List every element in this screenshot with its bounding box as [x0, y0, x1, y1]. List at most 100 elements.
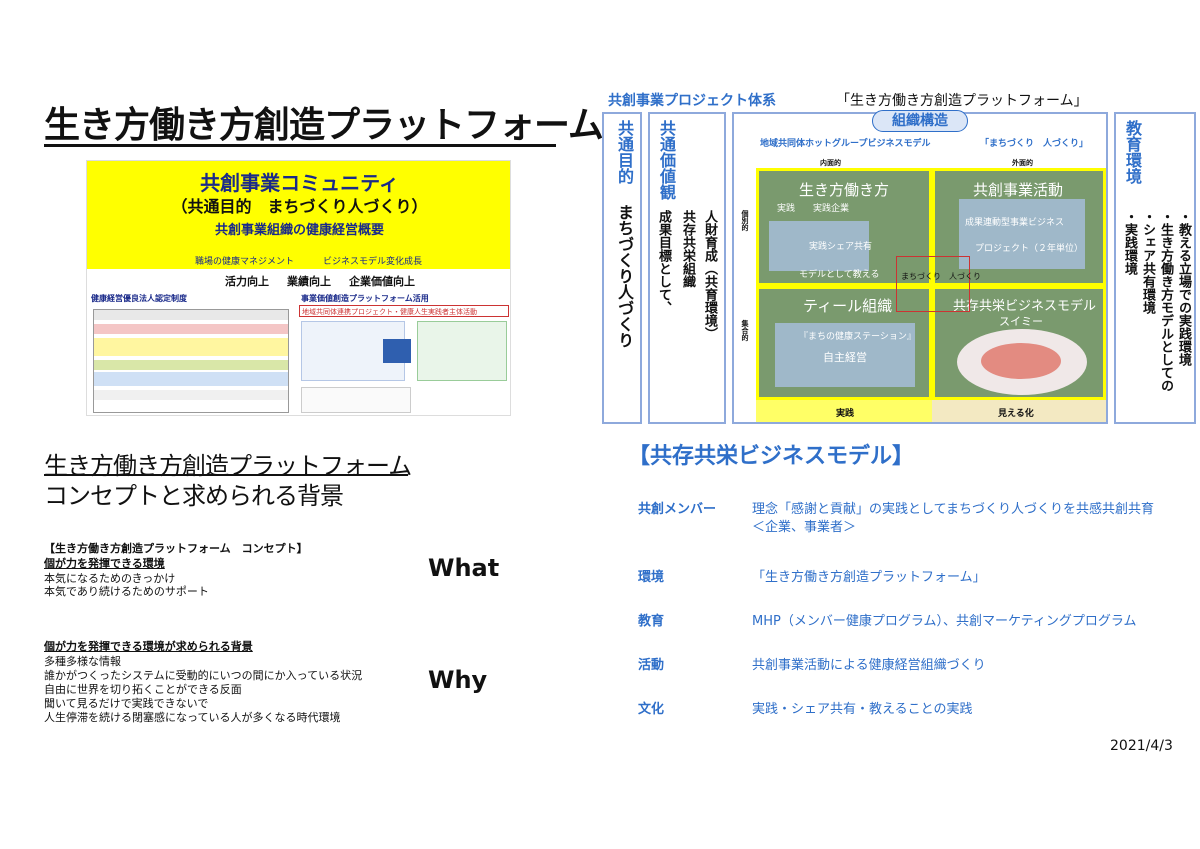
background-line: 自由に世界を切り拓くことができる反面	[44, 683, 242, 696]
title-underline	[44, 144, 556, 147]
quadrant-way-of-life-text2: 実践シェア共有	[809, 242, 873, 252]
background-line: 聞いて見るだけで実践できないで	[44, 697, 209, 710]
bm-value-members: 理念「感謝と貢献」の実践としてまちづくり人づくりを共感共創共育	[752, 502, 1154, 517]
thumbnail-row2b: 企業価値向上	[349, 275, 415, 288]
bm-value-activity: 共創事業活動による健康経営組織づくり	[752, 658, 986, 673]
column-common-values: 共通価値観 成果目標として、 共存共栄組織 人財育成（共育環境）	[648, 112, 726, 424]
center-box-text: まちづくり 人づくり	[901, 272, 981, 281]
quadrant-way-of-life: 生き方働き方 実践 実践企業 実践シェア共有 モデルとして教える	[756, 168, 932, 286]
bm-key-environment: 環境	[638, 570, 665, 585]
swimmy-fish-image	[957, 329, 1087, 395]
column-common-purpose-title: 共通目的	[615, 120, 634, 184]
business-model-title: 【共存共栄ビジネスモデル】	[628, 444, 915, 469]
column-common-values-b: 共存共栄組織	[680, 210, 695, 288]
background-line: 多種多様な情報	[44, 655, 121, 668]
thumbnail-sub-bar: 職場の健康マネジメント ビジネスモデル変化成長	[87, 251, 510, 269]
column-common-purpose: 共通目的 まちづくり人づくり	[602, 112, 642, 424]
thumbnail-table-row	[94, 372, 288, 386]
column-education-line: ・シェア共有環境	[1140, 210, 1155, 314]
quadrant-way-of-life-text3: モデルとして教える	[799, 270, 880, 280]
column-education-environment: 教育環境 ・実践環境 ・シェア共有環境 ・生き方働き方モデルとしての ・教える立…	[1114, 112, 1196, 424]
bm-value-environment: 「生き方働き方創造プラットフォーム」	[752, 570, 986, 585]
thumbnail-box-right-title: 事業価値創造プラットフォーム活用	[301, 294, 429, 303]
diagram-title: 共創事業プロジェクト体系	[608, 93, 776, 109]
thumbnail-heading1: 共創事業コミュニティ	[200, 171, 399, 195]
fish-icon	[981, 343, 1061, 379]
footer-practice-label: 実践	[836, 409, 855, 419]
thumbnail-sub-right: ビジネスモデル変化成長	[323, 257, 423, 267]
quadrant-teal-organization-title: ティール組織	[803, 297, 893, 315]
background-line: 人生停滞を続ける閉塞感になっている人が多くなる時代環境	[44, 711, 341, 724]
thumbnail-arrow-block	[383, 339, 411, 363]
what-label: What	[428, 554, 500, 582]
quadrant-coexistence-model-title: 共存共栄ビジネスモデル	[953, 299, 1097, 314]
column-education-line: ・生き方働き方モデルとしての	[1158, 210, 1173, 392]
thumbnail-diagram-2	[417, 321, 507, 381]
quadrant-cocreation-activity: 共創事業活動 成果連動型事業ビジネス プロジェクト（２年単位）	[932, 168, 1106, 286]
quadrant-cocreation-activity-title: 共創事業活動	[973, 181, 1064, 199]
center-subtitle2: 「まちづくり 人づくり」	[980, 139, 1089, 149]
quadrant-way-of-life-image	[769, 221, 869, 271]
document-date: 2021/4/3	[1110, 738, 1173, 754]
bm-key-culture: 文化	[638, 702, 665, 717]
quadrant-way-of-life-title: 生き方働き方	[799, 181, 890, 199]
center-subtitle: 地域共同体ホットグループビジネスモデル	[760, 139, 931, 149]
center-box: まちづくり 人づくり	[896, 256, 981, 312]
thumbnail-heading3: 共創事業組織の健康経営概要	[214, 223, 384, 238]
column-common-purpose-body: まちづくり人づくり	[615, 204, 634, 348]
quadrant-coexistence-model-text: スイミー	[999, 315, 1043, 328]
thumbnail-sub-left: 職場の健康マネジメント	[195, 257, 295, 267]
quadrant-way-of-life-text: 実践 実践企業	[777, 204, 850, 214]
thumbnail-table-row	[94, 338, 288, 356]
diagram-title-platform: 「生き方働き方創造プラットフォーム」	[836, 93, 1088, 109]
header-outer: 外面的	[1012, 159, 1033, 167]
bm-value-culture: 実践・シェア共有・教えることの実践	[752, 702, 973, 717]
thumbnail-note	[301, 387, 411, 413]
column-education-line: ・教える立場での実践環境	[1176, 210, 1191, 366]
quadrant-teal-organization-text2: 自主経営	[823, 351, 867, 364]
section-title-line2: コンセプトと求められる背景	[44, 482, 344, 510]
footer-visualization-label: 見える化	[998, 409, 1034, 419]
thumbnail-slide: 共創事業コミュニティ （共通目的 まちづくり人づくり） 共創事業組織の健康経営概…	[86, 160, 511, 416]
thumbnail-table-header	[94, 310, 288, 320]
quadrant-cocreation-activity-text2: プロジェクト（２年単位）	[975, 244, 1084, 254]
thumbnail-yellow-header: 共創事業コミュニティ （共通目的 まちづくり人づくり） 共創事業組織の健康経営概…	[87, 161, 510, 251]
column-education-title: 教育環境	[1123, 120, 1142, 184]
quadrant-cocreation-activity-text: 成果連動型事業ビジネス	[965, 218, 1065, 228]
page-title: 生き方働き方創造プラットフォーム	[44, 105, 604, 146]
concept-subheading: 個が力を発揮できる環境	[44, 557, 165, 570]
column-common-values-title: 共通価値観	[657, 120, 676, 200]
thumbnail-box-left-title: 健康経営優良法人認定制度	[91, 294, 187, 303]
row-individual: 個別的	[741, 210, 749, 231]
bm-value-members-2: ＜企業、事業者＞	[752, 520, 857, 535]
bm-key-education: 教育	[638, 614, 665, 629]
concept-heading: 【生き方働き方創造プラットフォーム コンセプト】	[44, 542, 308, 555]
bm-key-activity: 活動	[638, 658, 665, 673]
organization-structure-pill: 組織構造	[872, 110, 968, 132]
thumbnail-table-row	[94, 390, 288, 400]
bm-value-education: MHP（メンバー健康プログラム）、共創マーケティングプログラム	[752, 614, 1137, 629]
concept-line: 本気であり続けるためのサポート	[44, 585, 209, 598]
section-title-underline	[44, 474, 408, 476]
bm-key-members: 共創メンバー	[638, 502, 717, 517]
header-inner: 内面的	[820, 159, 841, 167]
background-subheading: 個が力を発揮できる環境が求められる背景	[44, 640, 253, 653]
why-label: Why	[428, 666, 488, 694]
thumbnail-table-row	[94, 360, 288, 370]
footer-practice: 実践	[756, 400, 932, 422]
thumbnail-box-right-sub: 地域共同体連携プロジェクト・健康人生実践者主体活動	[302, 308, 477, 316]
thumbnail-row1: 活力向上	[225, 275, 269, 288]
thumbnail-box-right-sub-frame: 地域共同体連携プロジェクト・健康人生実践者主体活動	[299, 305, 509, 317]
thumbnail-table	[93, 309, 289, 413]
column-common-values-c: 人財育成（共育環境）	[702, 210, 717, 340]
quadrant-teal-organization-image	[775, 323, 915, 387]
row-collective: 集合的	[741, 320, 749, 341]
footer-visualization: 見える化	[932, 400, 1106, 422]
thumbnail-table-row	[94, 324, 288, 334]
thumbnail-heading2: （共通目的 まちづくり人づくり）	[171, 197, 428, 216]
column-education-line: ・実践環境	[1122, 210, 1137, 275]
concept-line: 本気になるためのきっかけ	[44, 572, 176, 585]
thumbnail-row2a: 業績向上	[287, 275, 331, 288]
quadrant-teal-organization-text: 『まちの健康ステーション』	[799, 332, 916, 342]
background-line: 誰かがつくったシステムに受動的にいつの間にか入っている状況	[44, 669, 363, 682]
